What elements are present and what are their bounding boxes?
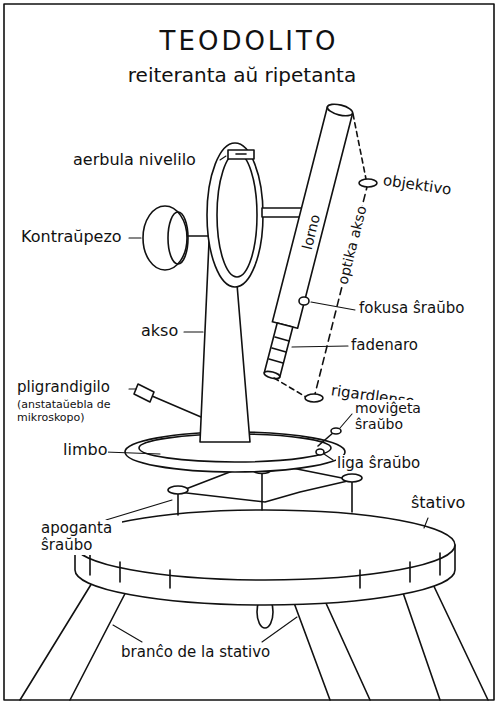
leader-line (324, 454, 333, 460)
part-label: branĉo de la stativo (120, 644, 271, 661)
leader-line (311, 302, 355, 310)
objective-lens (359, 179, 377, 187)
counterweight (143, 206, 187, 270)
part-label: pligrandigilo (16, 379, 111, 396)
eyepiece-lens (305, 394, 323, 402)
levelling-screw (177, 492, 179, 515)
eyepiece-end (264, 370, 281, 380)
part-label: ŝtativo (410, 494, 466, 512)
subtitle: reiteranta aŭ ripetanta (0, 64, 492, 87)
leader-line (292, 346, 348, 347)
magnifier (134, 384, 154, 402)
bubble (236, 153, 246, 155)
part-label: Kontraŭpezo (20, 228, 123, 246)
part-label: fadenaro (350, 337, 419, 354)
eyepiece (264, 323, 293, 377)
counterweight-face (168, 212, 188, 264)
focus-knob (299, 297, 309, 305)
tripod-head (75, 510, 455, 605)
tripod-leg (400, 578, 488, 700)
part-label: fokusa ŝraŭbo (358, 300, 465, 317)
part-label: optika akso (334, 203, 370, 287)
leader-line (184, 331, 203, 332)
part-label: aerbula nivelilo (72, 151, 197, 169)
bubble-level (228, 150, 254, 159)
drum-ribs (90, 553, 440, 588)
part-label: akso (140, 322, 179, 340)
part-label: apoganta ŝraŭbo (40, 520, 122, 555)
frame (4, 4, 494, 700)
part-label: moviĝeta ŝraŭbo (354, 400, 436, 432)
leader-line (105, 452, 160, 454)
counterweight-axle (187, 235, 210, 237)
leader-lines (105, 156, 428, 642)
leader-line (424, 518, 428, 528)
part-label: liga ŝraŭbo (336, 455, 421, 472)
leader-line (129, 237, 141, 238)
tangent-screw (331, 428, 341, 434)
part-label: limbo (62, 441, 108, 459)
levelling-screw (351, 480, 353, 512)
vertical-circle (207, 143, 263, 287)
tripod-leg (20, 578, 130, 700)
leader-line (129, 388, 136, 389)
telescope-objective-end (326, 102, 354, 118)
objective-projection (353, 114, 366, 179)
leader-line (220, 156, 226, 160)
clamp-arm (318, 432, 334, 446)
clamp-screw (316, 449, 324, 455)
part-label: (anstataŭebla de mikroskopo) (16, 399, 130, 424)
levelling-screw-head (168, 486, 188, 494)
levelling-screw (261, 472, 263, 510)
tripod-leg (290, 590, 370, 700)
title: TEODOLITO (0, 26, 498, 56)
leader-line (340, 414, 352, 428)
trunnion (262, 208, 302, 217)
leader-line (262, 617, 297, 642)
drum-top (75, 510, 455, 580)
leader-line (113, 625, 142, 642)
levelling-screw-head (342, 474, 362, 482)
eyepiece-rings (269, 337, 289, 363)
eyepiece-projection (274, 378, 306, 397)
part-label: objektivo (381, 172, 454, 199)
leader-line (106, 500, 172, 520)
vertical-circle-scale (217, 153, 257, 277)
tribrach (168, 467, 362, 516)
